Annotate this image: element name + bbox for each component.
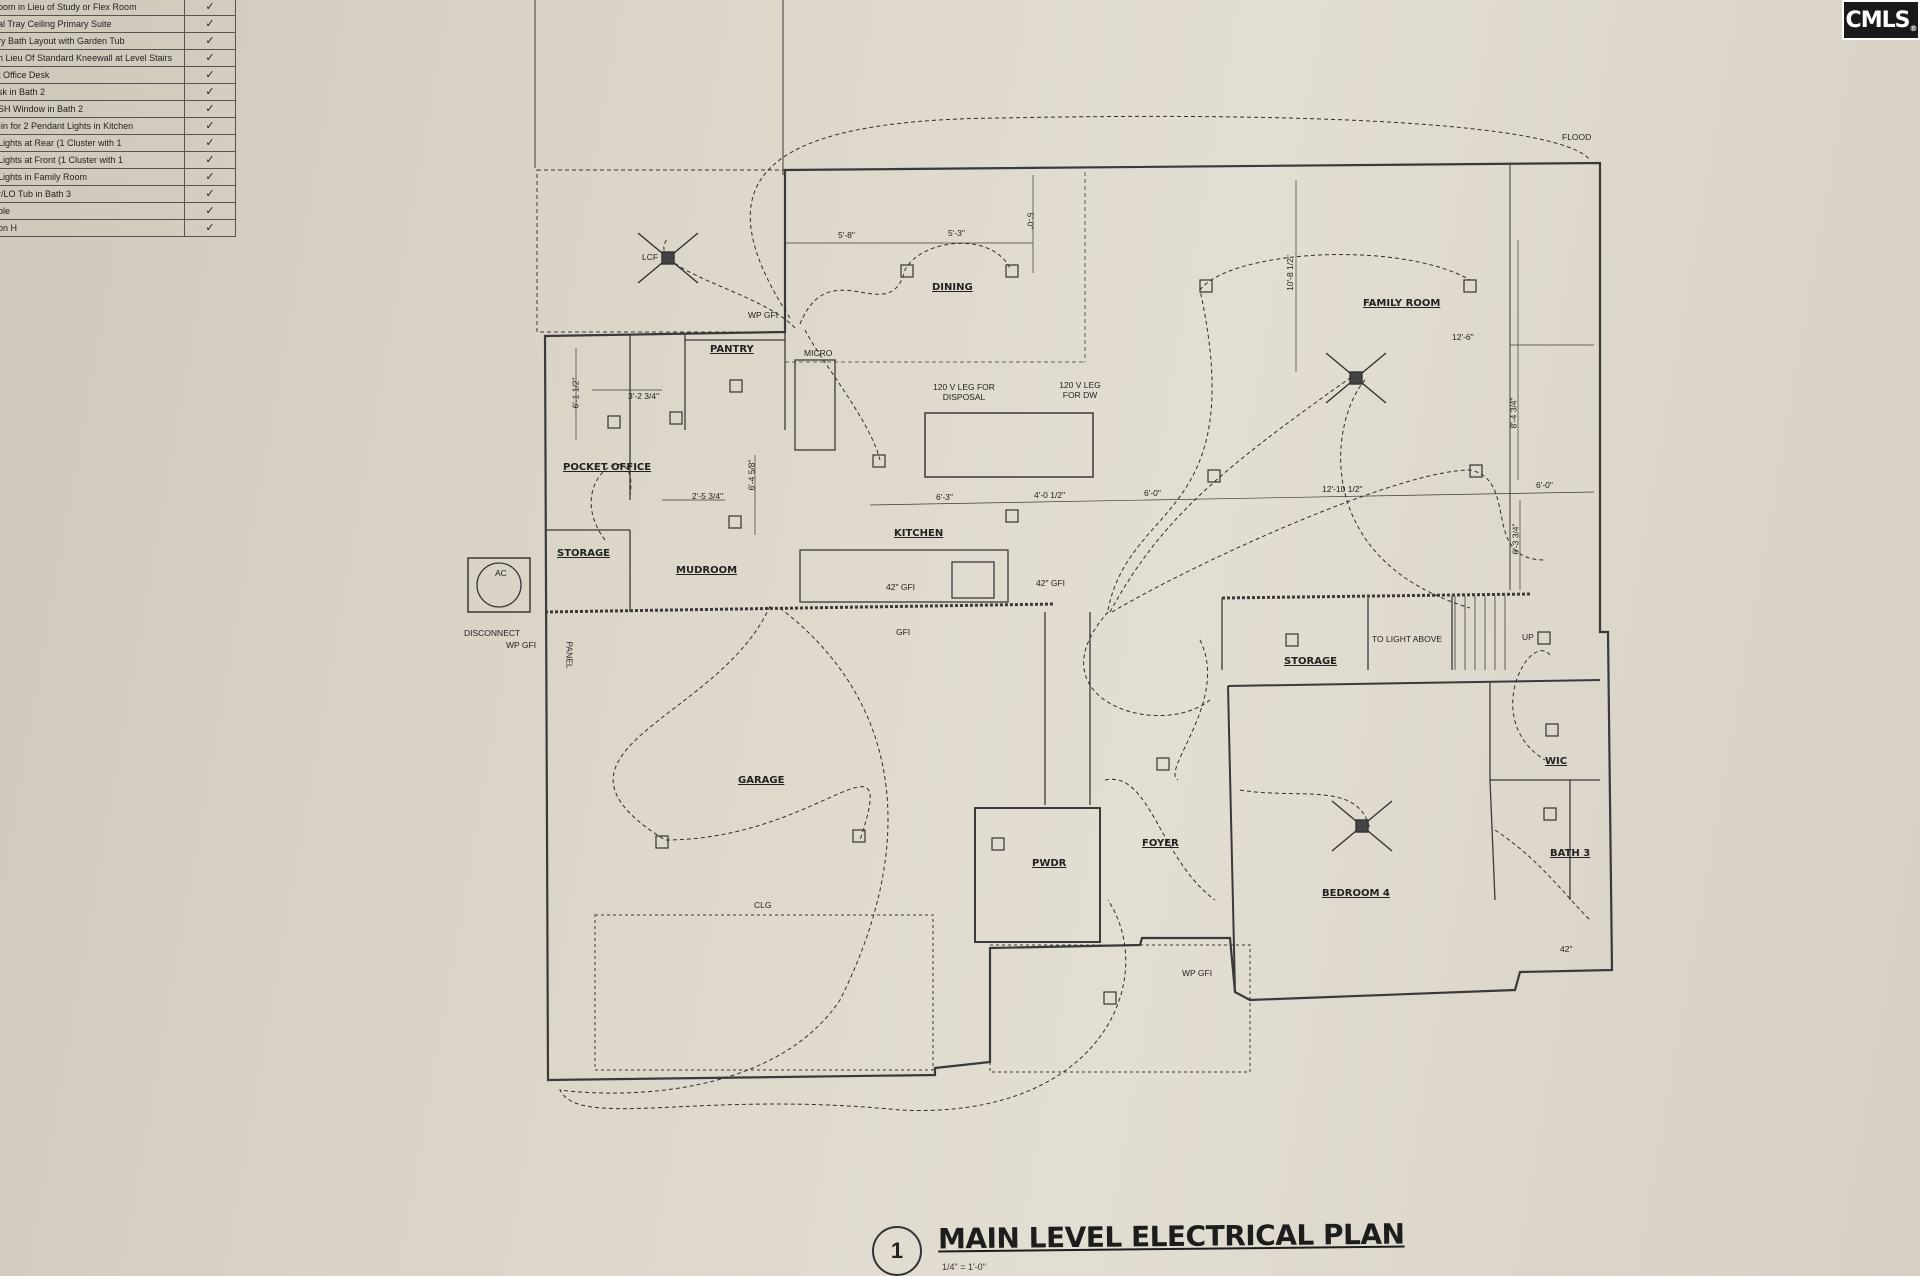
dim-19: 42" <box>1560 944 1573 954</box>
note-disconnect: DISCONNECT <box>464 628 521 638</box>
dim-1: 5'-8" <box>838 230 855 240</box>
option-checkmark: ✓ <box>184 100 236 118</box>
room-wic: WIC <box>1545 756 1568 767</box>
plan-scale: 1/4" = 1'-0" <box>942 1262 986 1272</box>
options-table-row: on H✓ <box>0 219 236 237</box>
dim-13: 3'-2 3/4" <box>628 391 660 401</box>
dim-9: 6'-0" <box>1144 488 1161 498</box>
dim-7: 6'-3" <box>936 492 953 502</box>
room-family: FAMILY ROOM <box>1363 298 1441 309</box>
note-up: UP <box>1522 632 1534 642</box>
note-panel: PANEL <box>564 641 575 669</box>
note-wp-gfi-3: WP GFI <box>1182 968 1213 978</box>
note-micro: MICRO <box>804 348 833 358</box>
dim-5: 12'-6" <box>1452 332 1474 342</box>
dim-2: 5'-3" <box>948 228 965 238</box>
room-pwdr: PWDR <box>1032 858 1067 869</box>
note-clg: CLG <box>754 900 772 910</box>
note-leg-disposal: 120 V LEG FOR DISPOSAL <box>933 382 995 402</box>
dim-4: 10'-8 1/2" <box>1284 255 1295 291</box>
dim-18: 6'-3 3/4" <box>1510 523 1521 555</box>
room-kitchen: KITCHEN <box>894 528 944 539</box>
room-dining: DINING <box>932 282 973 293</box>
room-bedroom: BEDROOM 4 <box>1322 888 1390 899</box>
plan-title: MAIN LEVEL ELECTRICAL PLAN <box>937 1217 1405 1256</box>
room-foyer: FOYER <box>1142 838 1179 849</box>
options-table-row: r/LO Tub in Bath 3✓ <box>0 185 236 203</box>
dim-16: 42" GFI <box>886 582 915 592</box>
note-wp-gfi-1: WP GFI <box>506 640 537 650</box>
dim-10: 12'-10 1/2" <box>1322 484 1363 494</box>
note-ac: AC <box>495 568 507 578</box>
note-gfi: GFI <box>896 627 911 637</box>
note-lcf: LCF <box>642 252 659 262</box>
dim-3: 5'-0" <box>1025 212 1036 230</box>
dim-17: 42" GFI <box>1036 578 1065 588</box>
dim-8: 4'-0 1/2" <box>1034 490 1066 500</box>
room-mudroom: MUDROOM <box>676 565 738 576</box>
options-table-row: t Office Desk✓ <box>0 66 236 84</box>
room-storage-right: STORAGE <box>1284 656 1338 667</box>
option-checkmark: ✓ <box>184 219 236 237</box>
options-table-row: h Lieu Of Standard Kneewall at Level Sta… <box>0 49 236 67</box>
cmls-watermark: CMLS® <box>1842 0 1920 40</box>
options-table-row: ry Bath Layout with Garden Tub✓ <box>0 32 236 50</box>
note-leg-dw: 120 V LEG FOR DW <box>1059 380 1101 400</box>
dim-6: 8'-4 3/4" <box>1508 397 1519 429</box>
room-pocket-office: POCKET OFFICE <box>563 462 652 473</box>
room-garage: GARAGE <box>738 775 785 786</box>
dim-15: 6'-4 5/8" <box>746 459 757 491</box>
note-flood: FLOOD <box>1562 132 1592 142</box>
room-pantry: PANTRY <box>710 344 754 355</box>
dim-11: 6'-0" <box>1536 480 1553 490</box>
room-storage-left: STORAGE <box>557 548 611 559</box>
note-to-light-above: TO LIGHT ABOVE <box>1372 634 1443 644</box>
plan-number-bubble: 1 <box>872 1226 922 1276</box>
room-bath3: BATH 3 <box>1550 848 1591 859</box>
dim-14: 2'-5 3/4" <box>692 491 724 501</box>
dim-12: 6'-1 1/2" <box>570 377 581 409</box>
options-table: oom in Lieu of Study or Flex Room✓al Tra… <box>0 0 236 237</box>
note-wp-gfi-2: WP GFI <box>748 310 779 320</box>
